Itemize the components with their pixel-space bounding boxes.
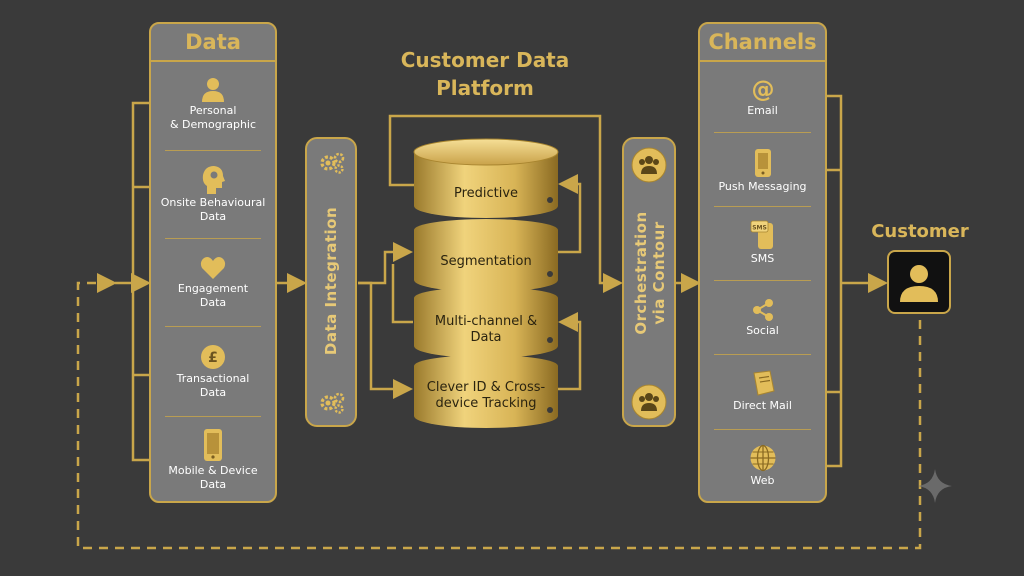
customer-avatar — [887, 250, 951, 314]
sparkle-icon — [918, 469, 952, 503]
data-item-label-3b: Data — [199, 296, 227, 309]
cylinder-labels: Predictive Segmentation Multi-channel & … — [414, 134, 558, 434]
arrow-integration-to-segmentation — [358, 242, 413, 285]
cylinder-layer-cleverid — [414, 355, 558, 428]
data-panel: Data Personal & Demographic Onsite Behav… — [149, 22, 277, 503]
channel-separator — [714, 354, 811, 355]
orchestration-label-2: via Contour — [650, 221, 668, 325]
customer-label: Customer — [871, 221, 969, 242]
data-integration-pill: Data Integration — [305, 137, 357, 427]
share-icon — [752, 299, 773, 321]
mobile-phone-icon — [204, 429, 222, 461]
feedback-loop-dashed — [76, 273, 922, 550]
layer-label-cleverid-2: device Tracking — [435, 396, 537, 411]
cylinder-layer-predictive — [413, 138, 559, 218]
channel-label-social: Social — [746, 324, 779, 337]
orchestration-pill: Orchestration via Contour — [622, 137, 676, 427]
data-separator — [165, 150, 261, 151]
cylinder-layer-multichannel — [414, 287, 558, 358]
platform-cylinders — [413, 138, 559, 428]
channel-separator — [714, 132, 811, 133]
channels-panel: Channels @ Email Push Messaging SMS — [698, 22, 827, 503]
channel-label-sms: SMS — [750, 252, 775, 265]
gears-icon — [320, 152, 345, 174]
data-separator — [165, 416, 261, 417]
data-item-engagement: Engagement Data — [151, 256, 275, 310]
layer-label-cleverid-1: Clever ID & Cross- — [426, 380, 546, 395]
channel-item-direct-mail: Direct Mail — [700, 369, 825, 413]
arrow-seg-to-pred — [558, 174, 582, 254]
layer-label-segmentation: Segmentation — [440, 254, 532, 269]
channel-item-sms: SMS SMS — [700, 220, 825, 266]
loop-predictive-to-orchestration — [388, 114, 623, 293]
layer-label-multichannel-2: Data — [470, 330, 502, 345]
channel-label-email: Email — [747, 104, 778, 117]
channel-label-direct-mail: Direct Mail — [733, 399, 792, 412]
data-item-label-4a: Transactional — [176, 372, 250, 385]
channel-label-push: Push Messaging — [718, 180, 807, 193]
data-separator — [165, 238, 261, 239]
channel-separator — [714, 429, 811, 430]
channels-output-bracket — [826, 94, 843, 468]
arrow-clever-to-multi — [558, 312, 582, 391]
platform-title-line2: Platform — [436, 76, 534, 100]
cylinder-layer-segmentation — [414, 219, 558, 292]
pound-coin-icon: £ — [201, 345, 225, 369]
svg-text:£: £ — [208, 350, 218, 366]
data-item-label-2b: Data — [199, 210, 227, 223]
mail-book-icon — [752, 370, 775, 396]
data-item-label-4b: Data — [199, 386, 227, 399]
orchestration-label-1: Orchestration — [632, 211, 650, 335]
channel-separator — [714, 206, 811, 207]
data-item-label-5b: Data — [199, 478, 227, 491]
globe-icon — [750, 444, 775, 472]
data-item-behavioural: Onsite Behavioural Data — [151, 164, 275, 224]
channels-panel-title: Channels — [708, 30, 817, 54]
data-input-bracket — [131, 101, 150, 462]
data-item-mobile: Mobile & Device Data — [151, 428, 275, 492]
channel-item-email: @ Email — [700, 76, 825, 118]
arrow-multi-left — [391, 264, 413, 324]
channel-item-web: Web — [700, 444, 825, 488]
platform-title-line1: Customer Data — [400, 48, 570, 72]
channel-item-push: Push Messaging — [700, 148, 825, 194]
svg-text:@: @ — [751, 77, 774, 102]
layer-label-multichannel-1: Multi-channel & — [434, 314, 538, 329]
channel-separator — [714, 280, 811, 281]
gears-icon — [320, 392, 345, 414]
user-avatar-icon — [900, 265, 938, 302]
people-group-icon — [631, 384, 667, 420]
phone-push-icon — [754, 149, 771, 177]
data-item-label-2a: Onsite Behavioural — [160, 196, 266, 209]
data-separator — [165, 326, 261, 327]
data-panel-title: Data — [185, 30, 241, 54]
platform-title: Customer Data Platform — [385, 46, 585, 102]
people-group-icon — [631, 147, 667, 183]
heart-icon — [200, 257, 226, 279]
data-item-label-1a: Personal — [189, 104, 237, 117]
channels-panel-divider — [700, 60, 825, 62]
data-integration-label: Data Integration — [322, 206, 340, 356]
data-item-label-1b: & Demographic — [169, 118, 257, 131]
data-item-personal: Personal & Demographic — [151, 76, 275, 132]
at-sign-icon: @ — [751, 77, 774, 102]
person-icon — [202, 78, 224, 102]
data-item-label-5a: Mobile & Device — [168, 464, 258, 477]
channel-label-web: Web — [750, 474, 775, 487]
data-item-transactional: £ Transactional Data — [151, 344, 275, 400]
data-item-label-3a: Engagement — [177, 282, 249, 295]
channel-item-social: Social — [700, 298, 825, 338]
arrow-integration-to-cleverid — [358, 281, 413, 399]
svg-text:SMS: SMS — [752, 225, 767, 232]
data-panel-divider — [151, 60, 275, 62]
layer-label-predictive: Predictive — [453, 186, 519, 201]
head-gears-icon — [202, 166, 225, 194]
sms-icon: SMS — [750, 220, 773, 249]
